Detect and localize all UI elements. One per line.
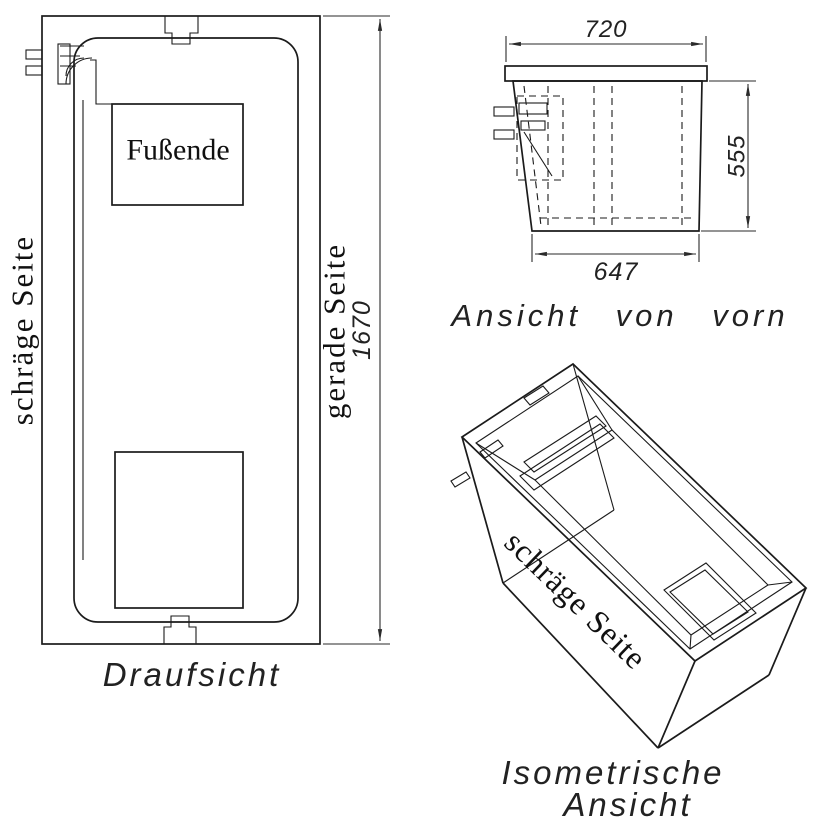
dimension-555: 555 bbox=[701, 80, 756, 232]
iso-right-bottom-edge bbox=[657, 674, 770, 749]
fitting-step-outline bbox=[90, 59, 112, 105]
front-view-caption: Ansicht von vorn bbox=[449, 298, 788, 333]
iso-wall-edge-4 bbox=[689, 634, 692, 650]
head-end-cutout bbox=[114, 451, 244, 609]
isometric-view: schräge Seite Isometrische Ansicht bbox=[450, 362, 808, 823]
iso-floor-outline bbox=[534, 429, 769, 636]
iso-rim-tab-1 bbox=[523, 385, 550, 406]
dimension-720: 720 bbox=[505, 16, 707, 62]
iso-pipe-stub bbox=[450, 471, 471, 488]
front-fitting-diagonal bbox=[523, 131, 553, 177]
iso-caption-line1: Isometrische bbox=[501, 754, 724, 791]
pipe-stub-2 bbox=[25, 65, 43, 76]
iso-wall-edge-1 bbox=[475, 442, 536, 481]
iso-caption-line2: Ansicht bbox=[561, 786, 692, 823]
fitting-detail bbox=[25, 43, 112, 105]
front-body-outline bbox=[512, 80, 703, 232]
iso-front-left-edge bbox=[461, 436, 504, 584]
iso-outer-rim bbox=[460, 362, 808, 663]
dimension-1670: 1670 bbox=[323, 15, 390, 645]
label-foot-end: Fußende bbox=[126, 134, 229, 167]
iso-left-bottom-edge bbox=[502, 509, 615, 584]
front-fitting-block-1 bbox=[518, 102, 548, 115]
iso-wall-edge-3 bbox=[767, 581, 793, 586]
label-straight-side: gerade Seite bbox=[317, 243, 352, 419]
pipe-stub-1 bbox=[25, 49, 43, 60]
iso-back-left-edge bbox=[572, 363, 615, 511]
fitting-hatch-lines bbox=[60, 45, 84, 67]
iso-floor-recess-outer bbox=[663, 562, 757, 641]
dimension-1670-value: 1670 bbox=[348, 300, 376, 360]
top-view-outer-outline bbox=[41, 15, 321, 645]
dimension-555-value: 555 bbox=[724, 134, 751, 177]
top-view-caption: Draufsicht bbox=[103, 656, 282, 693]
iso-head-step-lower bbox=[519, 423, 615, 491]
tub-recess-outline bbox=[73, 37, 299, 623]
iso-head-step-upper bbox=[523, 415, 607, 473]
dimension-720-value: 720 bbox=[584, 16, 627, 43]
hidden-fitting-zone bbox=[516, 95, 564, 181]
fitting-arc-inner bbox=[65, 57, 85, 77]
iso-front-right-edge bbox=[657, 660, 696, 749]
dimension-647-value: 647 bbox=[594, 258, 639, 286]
iso-rim-tab-2 bbox=[479, 439, 504, 459]
dimension-647: 647 bbox=[531, 234, 700, 286]
front-pipe-stub-1 bbox=[493, 106, 515, 117]
iso-floor-recess-inner bbox=[669, 569, 749, 635]
label-slanted-side: schräge Seite bbox=[5, 235, 40, 425]
front-pipe-stub-2 bbox=[493, 129, 515, 140]
hidden-left-slant bbox=[523, 85, 542, 227]
top-view: schräge Seite gerade Seite Fußende 1670 … bbox=[5, 15, 390, 693]
iso-front-bottom-edge bbox=[502, 582, 659, 749]
front-rim-band bbox=[504, 65, 708, 82]
front-view: 720 555 647 Ansicht von vorn bbox=[449, 16, 788, 333]
iso-back-right-edge bbox=[768, 587, 807, 676]
mounting-tab-bottom bbox=[163, 615, 197, 644]
foot-end-cutout bbox=[111, 103, 244, 206]
mounting-tab-top bbox=[164, 16, 199, 45]
iso-wall-edge-2 bbox=[577, 375, 613, 431]
fitting-block bbox=[57, 43, 71, 85]
front-fitting-block-2 bbox=[520, 120, 546, 131]
